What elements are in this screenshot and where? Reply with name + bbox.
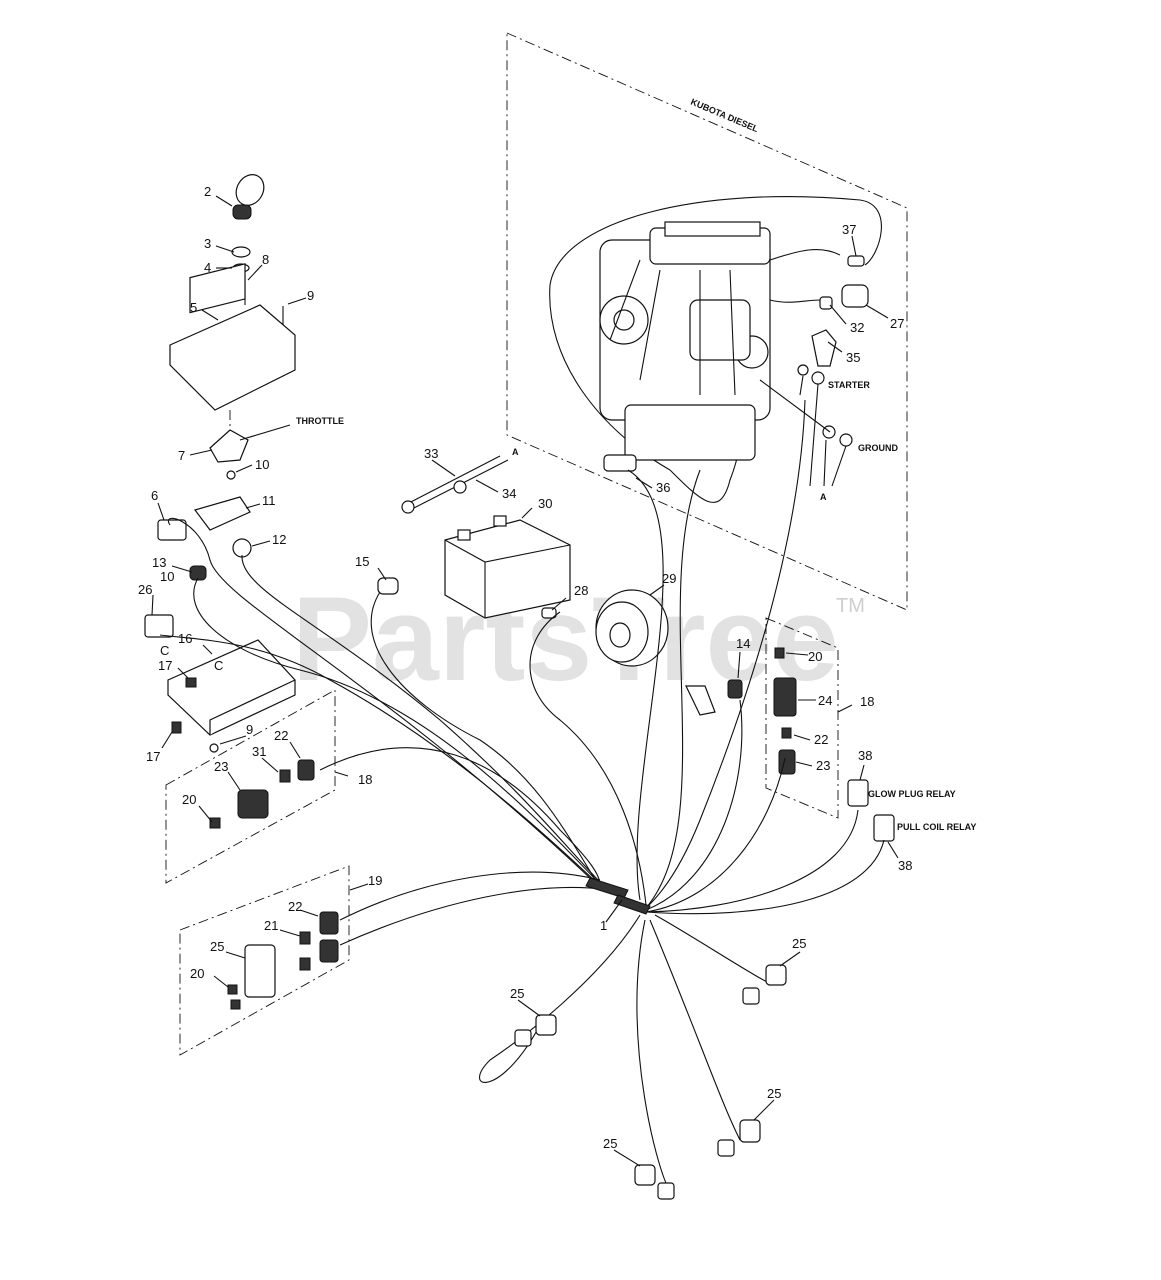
ref-c-left: C	[160, 643, 169, 658]
clutch-29	[595, 589, 669, 667]
callout-20a: 20	[182, 792, 196, 807]
part-2	[235, 174, 265, 206]
part-38-glow	[847, 779, 869, 807]
callout-9a: 9	[307, 288, 314, 303]
callout-27: 27	[890, 316, 904, 331]
part-35	[811, 329, 837, 367]
callout-22b: 22	[288, 899, 302, 914]
main-harness	[159, 399, 885, 1191]
callout-30: 30	[538, 496, 552, 511]
part-26	[144, 614, 174, 638]
callout-29: 29	[662, 571, 676, 586]
part-28	[541, 607, 557, 619]
part-5	[169, 304, 296, 411]
callout-38a: 38	[858, 748, 872, 763]
callout-24: 25	[210, 939, 224, 954]
callout-21b: 22	[814, 732, 828, 747]
callout-3: 3	[204, 236, 211, 251]
callout-1: 1	[600, 918, 607, 933]
kubota-diesel-label: KUBOTA DIESEL	[689, 97, 760, 135]
callout-25d: 25	[603, 1136, 617, 1151]
callout-15: 15	[355, 554, 369, 569]
callout-numbers: 2 3 4 8 9 5 7 10 11 12 6 13 10 26 16 17 …	[138, 184, 912, 1151]
ref-a-ground: A	[820, 492, 827, 502]
callout-18b: 18	[860, 694, 874, 709]
callout-13: 13	[152, 555, 166, 570]
part-7	[209, 429, 249, 463]
callout-10a: 10	[255, 457, 269, 472]
engine-sensors	[603, 255, 869, 487]
callout-36: 36	[656, 480, 670, 495]
callout-23b: 24	[818, 693, 832, 708]
part-17	[171, 721, 182, 734]
callout-20b: 20	[190, 966, 204, 981]
watermark-tm: TM	[836, 595, 865, 617]
part-14-switch	[685, 685, 716, 716]
callout-28: 28	[574, 583, 588, 598]
callout-17b: 17	[146, 749, 160, 764]
starter-label: STARTER	[828, 380, 870, 390]
callout-6: 6	[151, 488, 158, 503]
callout-leaders	[151, 195, 899, 1167]
callout-14: 14	[736, 636, 750, 651]
pull-coil-relay-label: PULL COIL RELAY	[897, 822, 976, 832]
part-37	[847, 255, 865, 267]
callout-25a: 25	[792, 936, 806, 951]
callout-32: 32	[850, 320, 864, 335]
callout-38b: 38	[898, 858, 912, 873]
callout-25b: 25	[510, 986, 524, 1001]
callout-5: 5	[190, 300, 197, 315]
connector-kit-19	[179, 865, 350, 1056]
ref-c-bracket: C	[214, 658, 223, 673]
throttle-label: THROTTLE	[296, 416, 344, 426]
callout-11: 11	[262, 493, 276, 508]
ground-label: GROUND	[858, 443, 898, 453]
part-13	[189, 565, 207, 581]
part-38-pull	[873, 814, 895, 842]
callout-35: 35	[846, 350, 860, 365]
glow-plug-relay-label: GLOW PLUG RELAY	[868, 789, 956, 799]
callout-34: 34	[502, 486, 516, 501]
part-12	[232, 538, 252, 558]
callout-22a: 22	[274, 728, 288, 743]
part-15	[377, 577, 399, 595]
callout-4: 4	[204, 260, 211, 275]
callout-9b: 9	[246, 722, 253, 737]
callout-17a: 17	[158, 658, 172, 673]
dash-parts	[144, 174, 296, 638]
part-6	[157, 519, 187, 541]
callout-19: 19	[368, 873, 382, 888]
callout-25c: 25	[767, 1086, 781, 1101]
connector-kit-18-left	[165, 689, 336, 884]
callout-23a: 23	[214, 759, 228, 774]
part-11	[193, 496, 251, 531]
kubota-engine	[549, 196, 882, 503]
callout-7: 7	[178, 448, 185, 463]
callout-20c: 20	[808, 649, 822, 664]
sensors-25	[514, 964, 787, 1200]
battery-30	[444, 515, 571, 619]
ref-a-cable: A	[512, 447, 519, 457]
part-32	[819, 296, 833, 310]
callout-16: 16	[178, 631, 192, 646]
callout-21a: 21	[264, 918, 278, 933]
bracket-16	[167, 639, 296, 753]
callout-33: 33	[424, 446, 438, 461]
callout-10b: 10	[160, 569, 174, 584]
callout-31: 31	[252, 744, 266, 759]
callout-26: 26	[138, 582, 152, 597]
callout-2: 2	[204, 184, 211, 199]
part-36	[603, 454, 637, 472]
callout-8: 8	[262, 252, 269, 267]
callout-18a: 18	[358, 772, 372, 787]
part-27	[841, 284, 869, 308]
callout-12: 12	[272, 532, 286, 547]
callout-37: 37	[842, 222, 856, 237]
callout-22c: 23	[816, 758, 830, 773]
